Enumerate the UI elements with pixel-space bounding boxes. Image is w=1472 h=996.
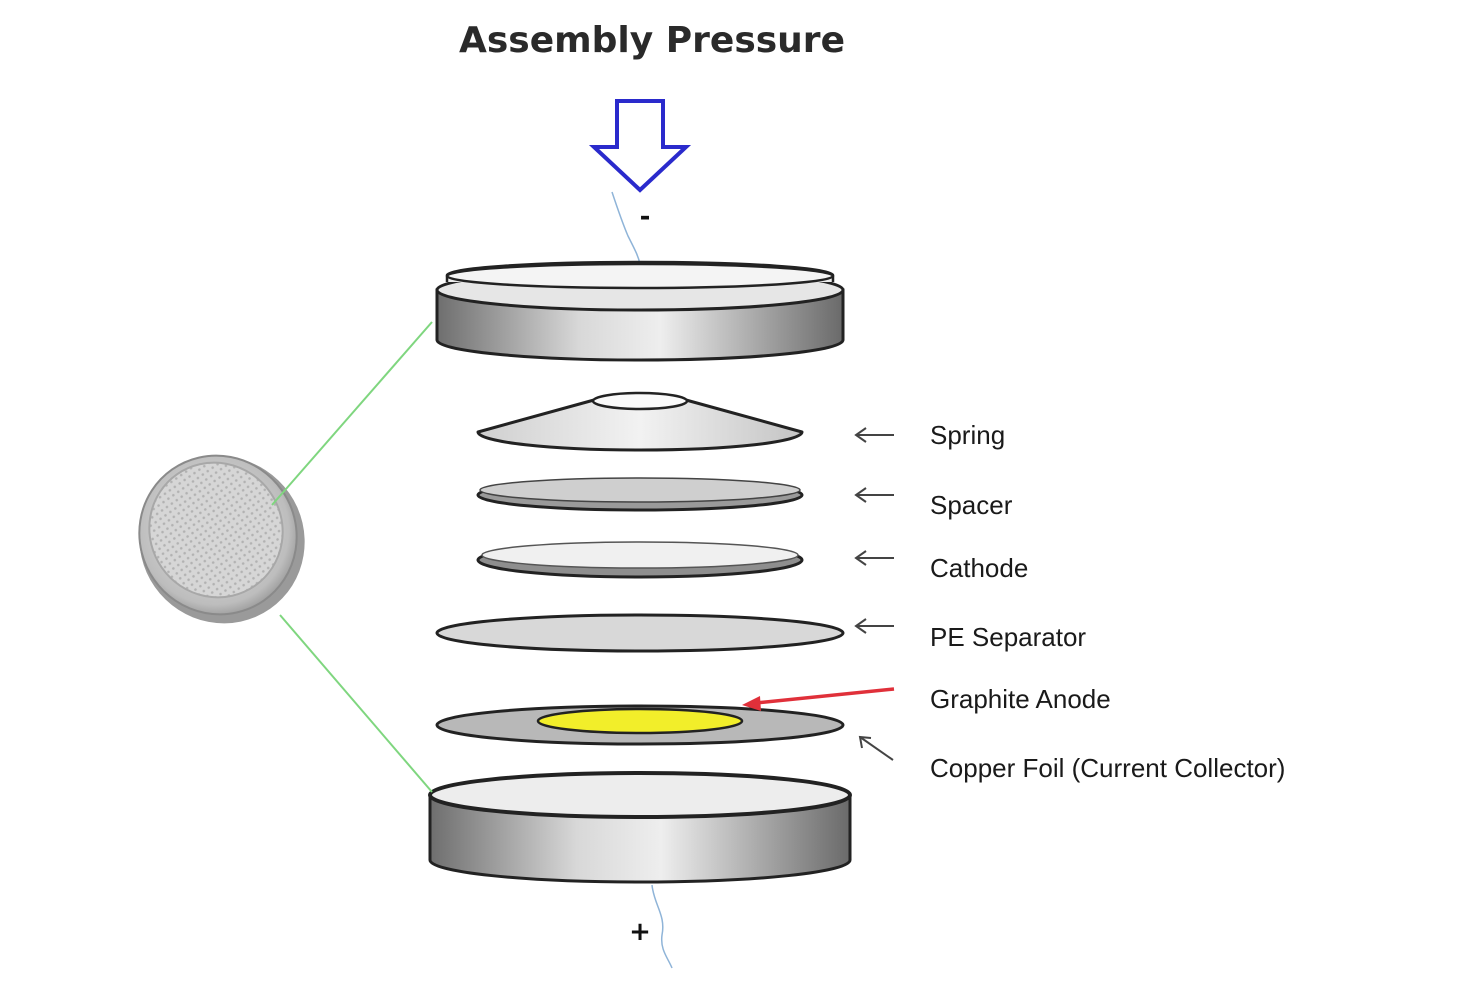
positive-terminal-sign: +	[629, 917, 651, 947]
spring-part	[476, 391, 804, 452]
leader-line-top	[271, 321, 433, 506]
coin-cell-photo	[138, 454, 305, 624]
graphite-anode-part	[536, 707, 744, 735]
label-spacer: Spacer	[930, 490, 1013, 520]
label-spring: Spring	[930, 420, 1005, 450]
negative-wire	[611, 191, 641, 265]
spring-pointer-arrow	[854, 427, 894, 443]
label-arrows	[854, 427, 894, 761]
spacer-part	[476, 477, 804, 512]
leader-line-bottom	[279, 614, 433, 793]
negative-terminal-sign: -	[640, 202, 651, 232]
label-pe-separator: PE Separator	[930, 622, 1086, 652]
bottom-casing	[428, 771, 852, 884]
positive-wire	[651, 884, 673, 969]
cathode-part	[476, 541, 804, 579]
label-copper-foil: Copper Foil (Current Collector)	[930, 753, 1285, 783]
separator-pointer-arrow	[854, 618, 894, 634]
top-casing	[435, 260, 845, 362]
anode-pointer-arrow	[742, 687, 895, 711]
label-cathode: Cathode	[930, 553, 1028, 583]
cathode-pointer-arrow	[854, 550, 894, 566]
down-arrow-icon	[588, 99, 692, 193]
label-graphite-anode: Graphite Anode	[930, 684, 1111, 714]
pe-separator-part	[435, 613, 845, 653]
copper-pointer-arrow	[858, 735, 894, 761]
diagram-title: Assembly Pressure	[459, 20, 845, 61]
spacer-pointer-arrow	[854, 487, 894, 503]
copper-foil-part	[435, 704, 845, 746]
